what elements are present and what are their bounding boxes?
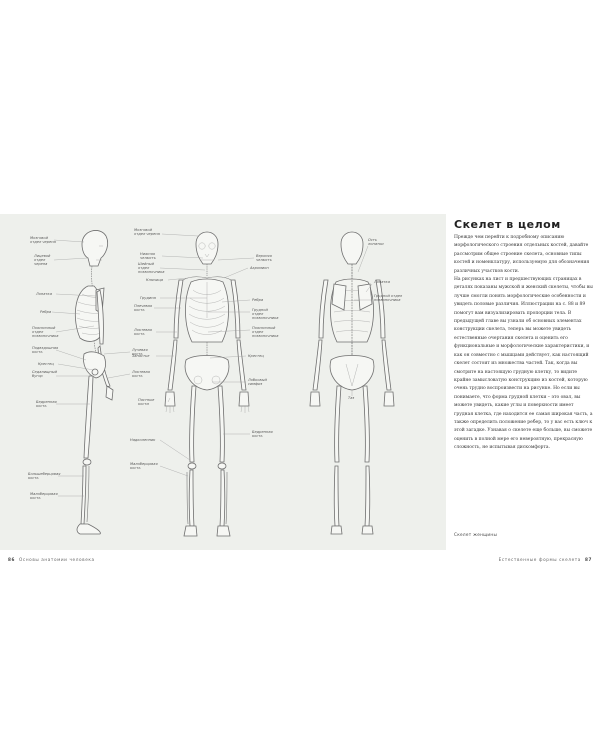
label-front-sacrum: Крестец — [248, 354, 264, 358]
label-front-cranium: Мозговой отдел черепа — [134, 228, 160, 237]
label-side-ulna: Локтевая кость — [132, 370, 150, 379]
label-side-ribs: Ребра — [40, 310, 52, 314]
skeleton-illustration-plate: .b { fill: #f6f7f4; stroke: #6f6f6f; str… — [0, 214, 446, 550]
running-title-left: Основы анатомии человека — [19, 557, 95, 562]
label-side-ischial: Седалищный бугор — [32, 370, 57, 379]
label-side-fibula: Малоберцовая кость — [30, 492, 58, 501]
label-front-pubic: Лобковый симфиз — [248, 378, 267, 387]
skeleton-side-view — [74, 230, 114, 535]
label-front-ribs: Ребра — [252, 298, 264, 302]
text-column: Скелет в целом Прежде чем перейти к подр… — [450, 214, 595, 550]
label-front-acromion: Акромион — [250, 266, 269, 270]
paragraph: На рисунках на лист и предшествующих стр… — [454, 277, 593, 451]
label-front-thoracic: Грудной отдел позвоночника — [252, 308, 279, 321]
skeleton-back-view — [309, 231, 395, 535]
section-heading: Скелет в целом — [454, 218, 561, 231]
skeleton-drawings: .b { fill: #f6f7f4; stroke: #6f6f6f; str… — [51, 230, 395, 537]
label-side-cranium: Мозговой отдел черепа — [30, 236, 56, 245]
page-number-right: 87 — [584, 557, 592, 562]
figure-caption: Скелет женщины — [454, 532, 498, 537]
paragraph: Прежде чем перейти к подробному описанию… — [454, 235, 590, 274]
label-side-radius: Лучевая кость — [132, 348, 148, 357]
label-side-tibia: Большеберцовая кость — [28, 472, 61, 481]
label-front-ulna: Локтевая кость — [134, 328, 152, 337]
label-front-wrist: Запястье — [132, 354, 150, 358]
label-back-scapula: Лопатка — [374, 280, 390, 284]
page-number-left: 86 — [8, 557, 16, 562]
label-front-humerus: Плечевая кость — [134, 304, 153, 313]
running-title-right: Естественные формы скелета — [498, 557, 581, 562]
label-back-scapular-spine: Ость лопатки — [368, 238, 384, 247]
label-front-metacarpals: Пястные кости — [138, 398, 155, 407]
label-side-femur: Бедренная кость — [36, 400, 57, 409]
label-front-mandible: Нижняя челюсть — [140, 252, 156, 261]
label-front-fibula: Малоберцовая кость — [130, 462, 158, 471]
book-spread: .b { fill: #f6f7f4; stroke: #6f6f6f; str… — [0, 214, 600, 550]
label-back-thoracic: Грудной отдел позвоночника — [374, 294, 403, 303]
label-side-lumbar: Поясничный отдел позвоночника — [32, 326, 59, 339]
label-leader-lines — [51, 233, 373, 497]
skeleton-front-view — [164, 231, 250, 537]
label-side-face: Лицевой отдел черепа — [34, 254, 51, 267]
label-side-scapula: Лопатка — [36, 292, 52, 296]
label-front-patella: Надколенник — [130, 438, 156, 442]
label-front-sternum: Грудина — [140, 296, 156, 300]
label-front-cervical: Шейный отдел позвоночника — [138, 262, 165, 275]
label-front-maxilla: Верхняя челюсть — [256, 254, 272, 263]
label-front-femur: Бедренная кость — [252, 430, 273, 439]
label-back-pelvis: Таз — [348, 396, 355, 400]
section-body: Прежде чем перейти к подробному описанию… — [454, 234, 594, 453]
label-side-sacrum: Крестец — [38, 362, 54, 366]
label-front-lumbar: Поясничный отдел позвоночника — [252, 326, 279, 339]
label-front-clavicle: Ключица — [146, 278, 163, 282]
label-side-ilium: Подвздошная кость — [32, 346, 59, 355]
